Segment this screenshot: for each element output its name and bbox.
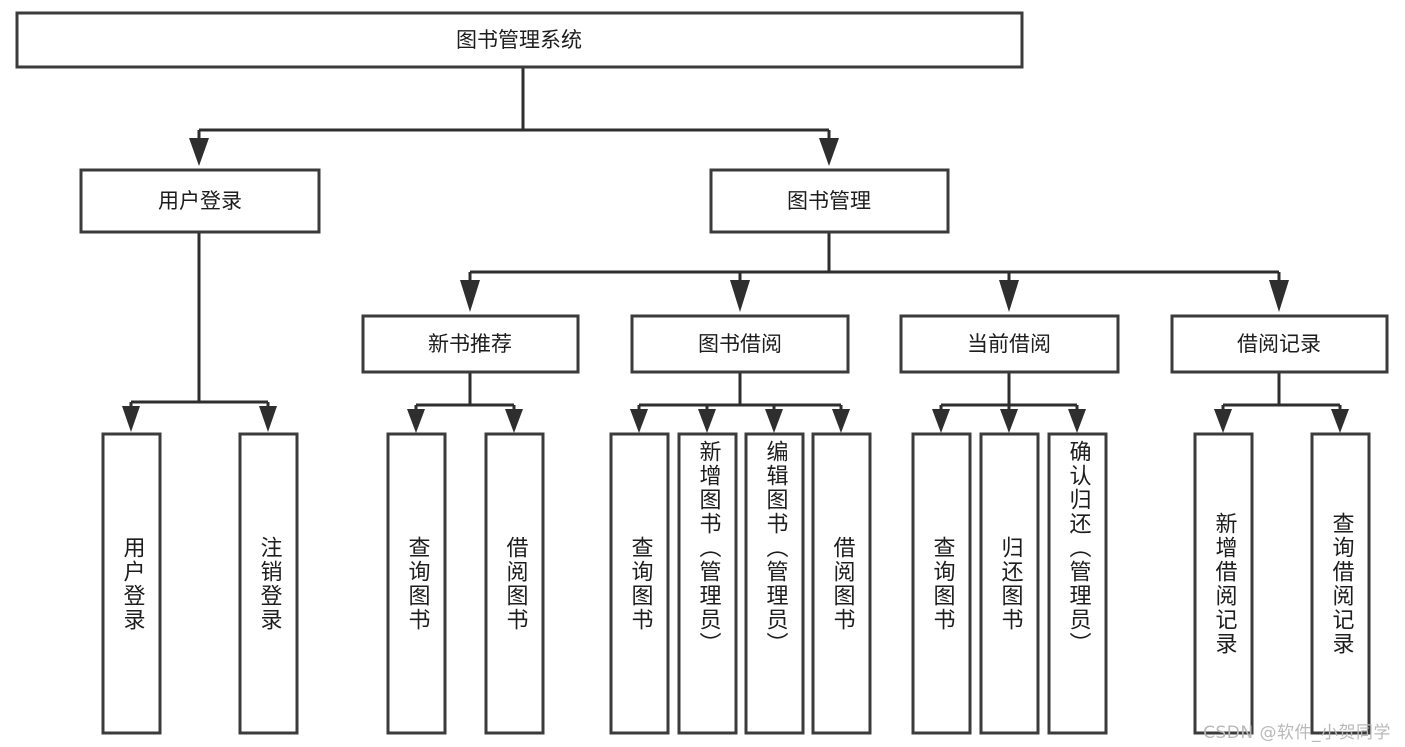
node-current-borrow-box[interactable] [899, 314, 1120, 374]
leaf-box-query-book-3[interactable] [911, 432, 972, 735]
connector-group-new-book-recommend [407, 372, 523, 433]
arrow-head-leaf-add-record [1214, 409, 1232, 433]
node-book-borrow[interactable]: 图书借阅 [630, 314, 850, 374]
arrow-head-current-borrow [999, 280, 1019, 312]
arrow-head-leaf-add-book [698, 409, 716, 433]
connector-group-borrow-record [1214, 372, 1349, 433]
connector-group-book-borrow [630, 372, 850, 433]
leaf-box-add-record[interactable] [1193, 432, 1254, 735]
leaf-box-confirm-return[interactable] [1047, 432, 1108, 735]
arrow-head-leaf-query-book-2 [630, 409, 648, 433]
arrow-head-leaf-query-book-3 [932, 409, 950, 433]
connector-group-root [189, 67, 839, 166]
node-current-borrow-label: 当前借阅 [967, 332, 1051, 356]
leaf-box-user-login[interactable] [101, 432, 162, 735]
leaf-box-add-book[interactable] [677, 432, 738, 735]
arrow-head-leaf-confirm-return [1068, 409, 1086, 433]
arrow-head-leaf-query-record [1331, 409, 1349, 433]
arrow-head-leaf-query-book-1 [407, 409, 425, 433]
node-new-book-recommend-label: 新书推荐 [428, 332, 512, 356]
node-new-book-recommend-box[interactable] [361, 314, 580, 374]
connector-group-current-borrow [932, 372, 1086, 433]
node-root-box[interactable] [15, 11, 1024, 69]
node-book-borrow-label: 图书借阅 [698, 332, 782, 356]
node-borrow-record[interactable]: 借阅记录 [1170, 314, 1389, 374]
leaf-box-borrow-book-2[interactable] [811, 432, 872, 735]
node-user-login-box[interactable] [79, 168, 321, 234]
leaf-boxes [101, 432, 1371, 735]
leaf-box-query-book-1[interactable] [386, 432, 447, 735]
node-borrow-record-label: 借阅记录 [1237, 332, 1321, 356]
csdn-watermark: CSDN @软件_小贺同学 [1203, 723, 1391, 743]
arrow-head-leaf-edit-book [765, 409, 783, 433]
arrow-head-leaf-logout [259, 406, 277, 432]
connector-group-user-login [122, 232, 277, 432]
leaf-box-edit-book[interactable] [744, 432, 805, 735]
leaf-box-return-book[interactable] [979, 432, 1040, 735]
arrow-head-new-book-recommend [460, 280, 480, 312]
connector-group-book-manage [460, 232, 1289, 312]
arrow-head-leaf-user-login [122, 406, 140, 432]
node-book-borrow-box[interactable] [630, 314, 850, 374]
leaf-box-borrow-book-1[interactable] [484, 432, 545, 735]
node-book-manage[interactable]: 图书管理 [709, 168, 950, 234]
arrow-head-leaf-return-book [1000, 409, 1018, 433]
arrow-head-book-manage [819, 138, 839, 166]
arrow-head-leaf-borrow-book-2 [832, 409, 850, 433]
arrow-head-user-login [189, 138, 209, 166]
leaf-box-query-record[interactable] [1310, 432, 1371, 735]
arrow-head-book-borrow [730, 280, 750, 312]
node-new-book-recommend[interactable]: 新书推荐 [361, 314, 580, 374]
node-current-borrow[interactable]: 当前借阅 [899, 314, 1120, 374]
node-root[interactable]: 图书管理系统 [15, 11, 1024, 69]
arrow-head-leaf-borrow-book-1 [505, 409, 523, 433]
node-user-login[interactable]: 用户登录 [79, 168, 321, 234]
node-user-login-label: 用户登录 [158, 189, 242, 213]
arrow-head-borrow-record [1269, 280, 1289, 312]
leaf-box-query-book-2[interactable] [609, 432, 670, 735]
node-book-manage-label: 图书管理 [787, 189, 871, 213]
node-book-manage-box[interactable] [709, 168, 950, 234]
leaf-box-logout[interactable] [238, 432, 299, 735]
node-root-label: 图书管理系统 [456, 28, 582, 52]
node-borrow-record-box[interactable] [1170, 314, 1389, 374]
